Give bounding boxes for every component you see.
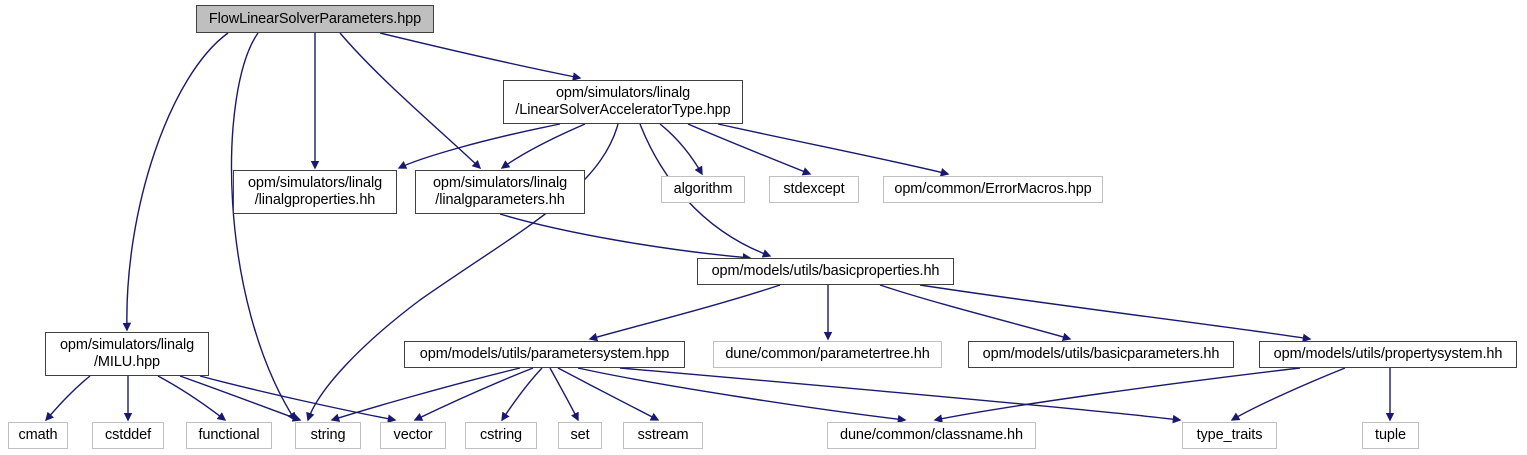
node-errormacros[interactable]: opm/common/ErrorMacros.hpp [883,176,1103,203]
node-accel[interactable]: opm/simulators/linalg /LinearSolverAccel… [503,80,743,124]
node-classname[interactable]: dune/common/classname.hh [827,422,1036,449]
node-basicprops[interactable]: opm/models/utils/basicproperties.hh [697,258,954,285]
node-parametertree[interactable]: dune/common/parametertree.hh [713,341,942,368]
node-paramsystem[interactable]: opm/models/utils/parametersystem.hpp [404,341,685,368]
edge-basicprops-to-basicparams [879,284,1072,342]
edge-accel-to-linalgprops [397,123,561,169]
edge-root-to-milu [122,32,229,332]
edge-milu-to-functional [157,375,227,421]
edge-linalgparams-to-basicprops [499,213,752,262]
edge-accel-to-errormacros [717,123,950,177]
node-linalgprops[interactable]: opm/simulators/linalg /linalgproperties.… [233,170,397,214]
edge-propsystem-to-typetraits [1230,367,1346,421]
edge-propsystem-to-classname [933,367,1301,423]
node-sstream[interactable]: sstream [623,422,703,449]
edge-basicprops-to-paramsystem [588,284,781,342]
node-string[interactable]: string [295,422,361,449]
node-functional[interactable]: functional [186,422,272,449]
edge-milu-to-string [179,375,302,422]
node-vector[interactable]: vector [380,422,446,449]
edge-milu-to-cmath [45,375,91,422]
node-stdexcept[interactable]: stdexcept [769,176,859,203]
node-linalgparams[interactable]: opm/simulators/linalg /linalgparameters.… [415,170,585,214]
edge-accel-to-linalgparams [500,123,586,169]
node-milu[interactable]: opm/simulators/linalg /MILU.hpp [45,332,209,376]
edge-root-to-accel [379,32,582,81]
edge-paramsystem-to-vector [413,367,534,421]
edge-accel-to-string [306,123,619,422]
edge-root-to-linalgparams [339,32,482,169]
node-typetraits[interactable]: type_traits [1182,422,1277,449]
edge-accel-to-stdexcept [687,123,812,176]
node-tuple[interactable]: tuple [1362,422,1419,449]
edge-paramsystem-to-cstring [501,367,543,422]
edge-accel-to-algorithm [659,123,703,176]
edge-root-to-string [230,32,296,422]
edge-paramsystem-to-set [549,367,579,422]
node-basicparams[interactable]: opm/models/utils/basicparameters.hh [968,341,1234,368]
edge-paramsystem-to-sstream [557,367,660,421]
edge-basicprops-to-propsystem [919,284,1312,343]
edge-milu-to-vector [199,375,397,423]
node-root[interactable]: FlowLinearSolverParameters.hpp [196,5,434,33]
node-set[interactable]: set [558,422,602,449]
node-cstddef[interactable]: cstddef [92,422,164,449]
edge-paramsystem-to-classname [577,367,907,424]
node-algorithm[interactable]: algorithm [661,176,745,203]
node-cstring[interactable]: cstring [465,422,537,449]
edge-paramsystem-to-typetraits [619,367,1182,424]
node-propsystem[interactable]: opm/models/utils/propertysystem.hh [1259,341,1517,368]
edge-paramsystem-to-string [330,367,521,422]
node-cmath[interactable]: cmath [8,422,68,449]
